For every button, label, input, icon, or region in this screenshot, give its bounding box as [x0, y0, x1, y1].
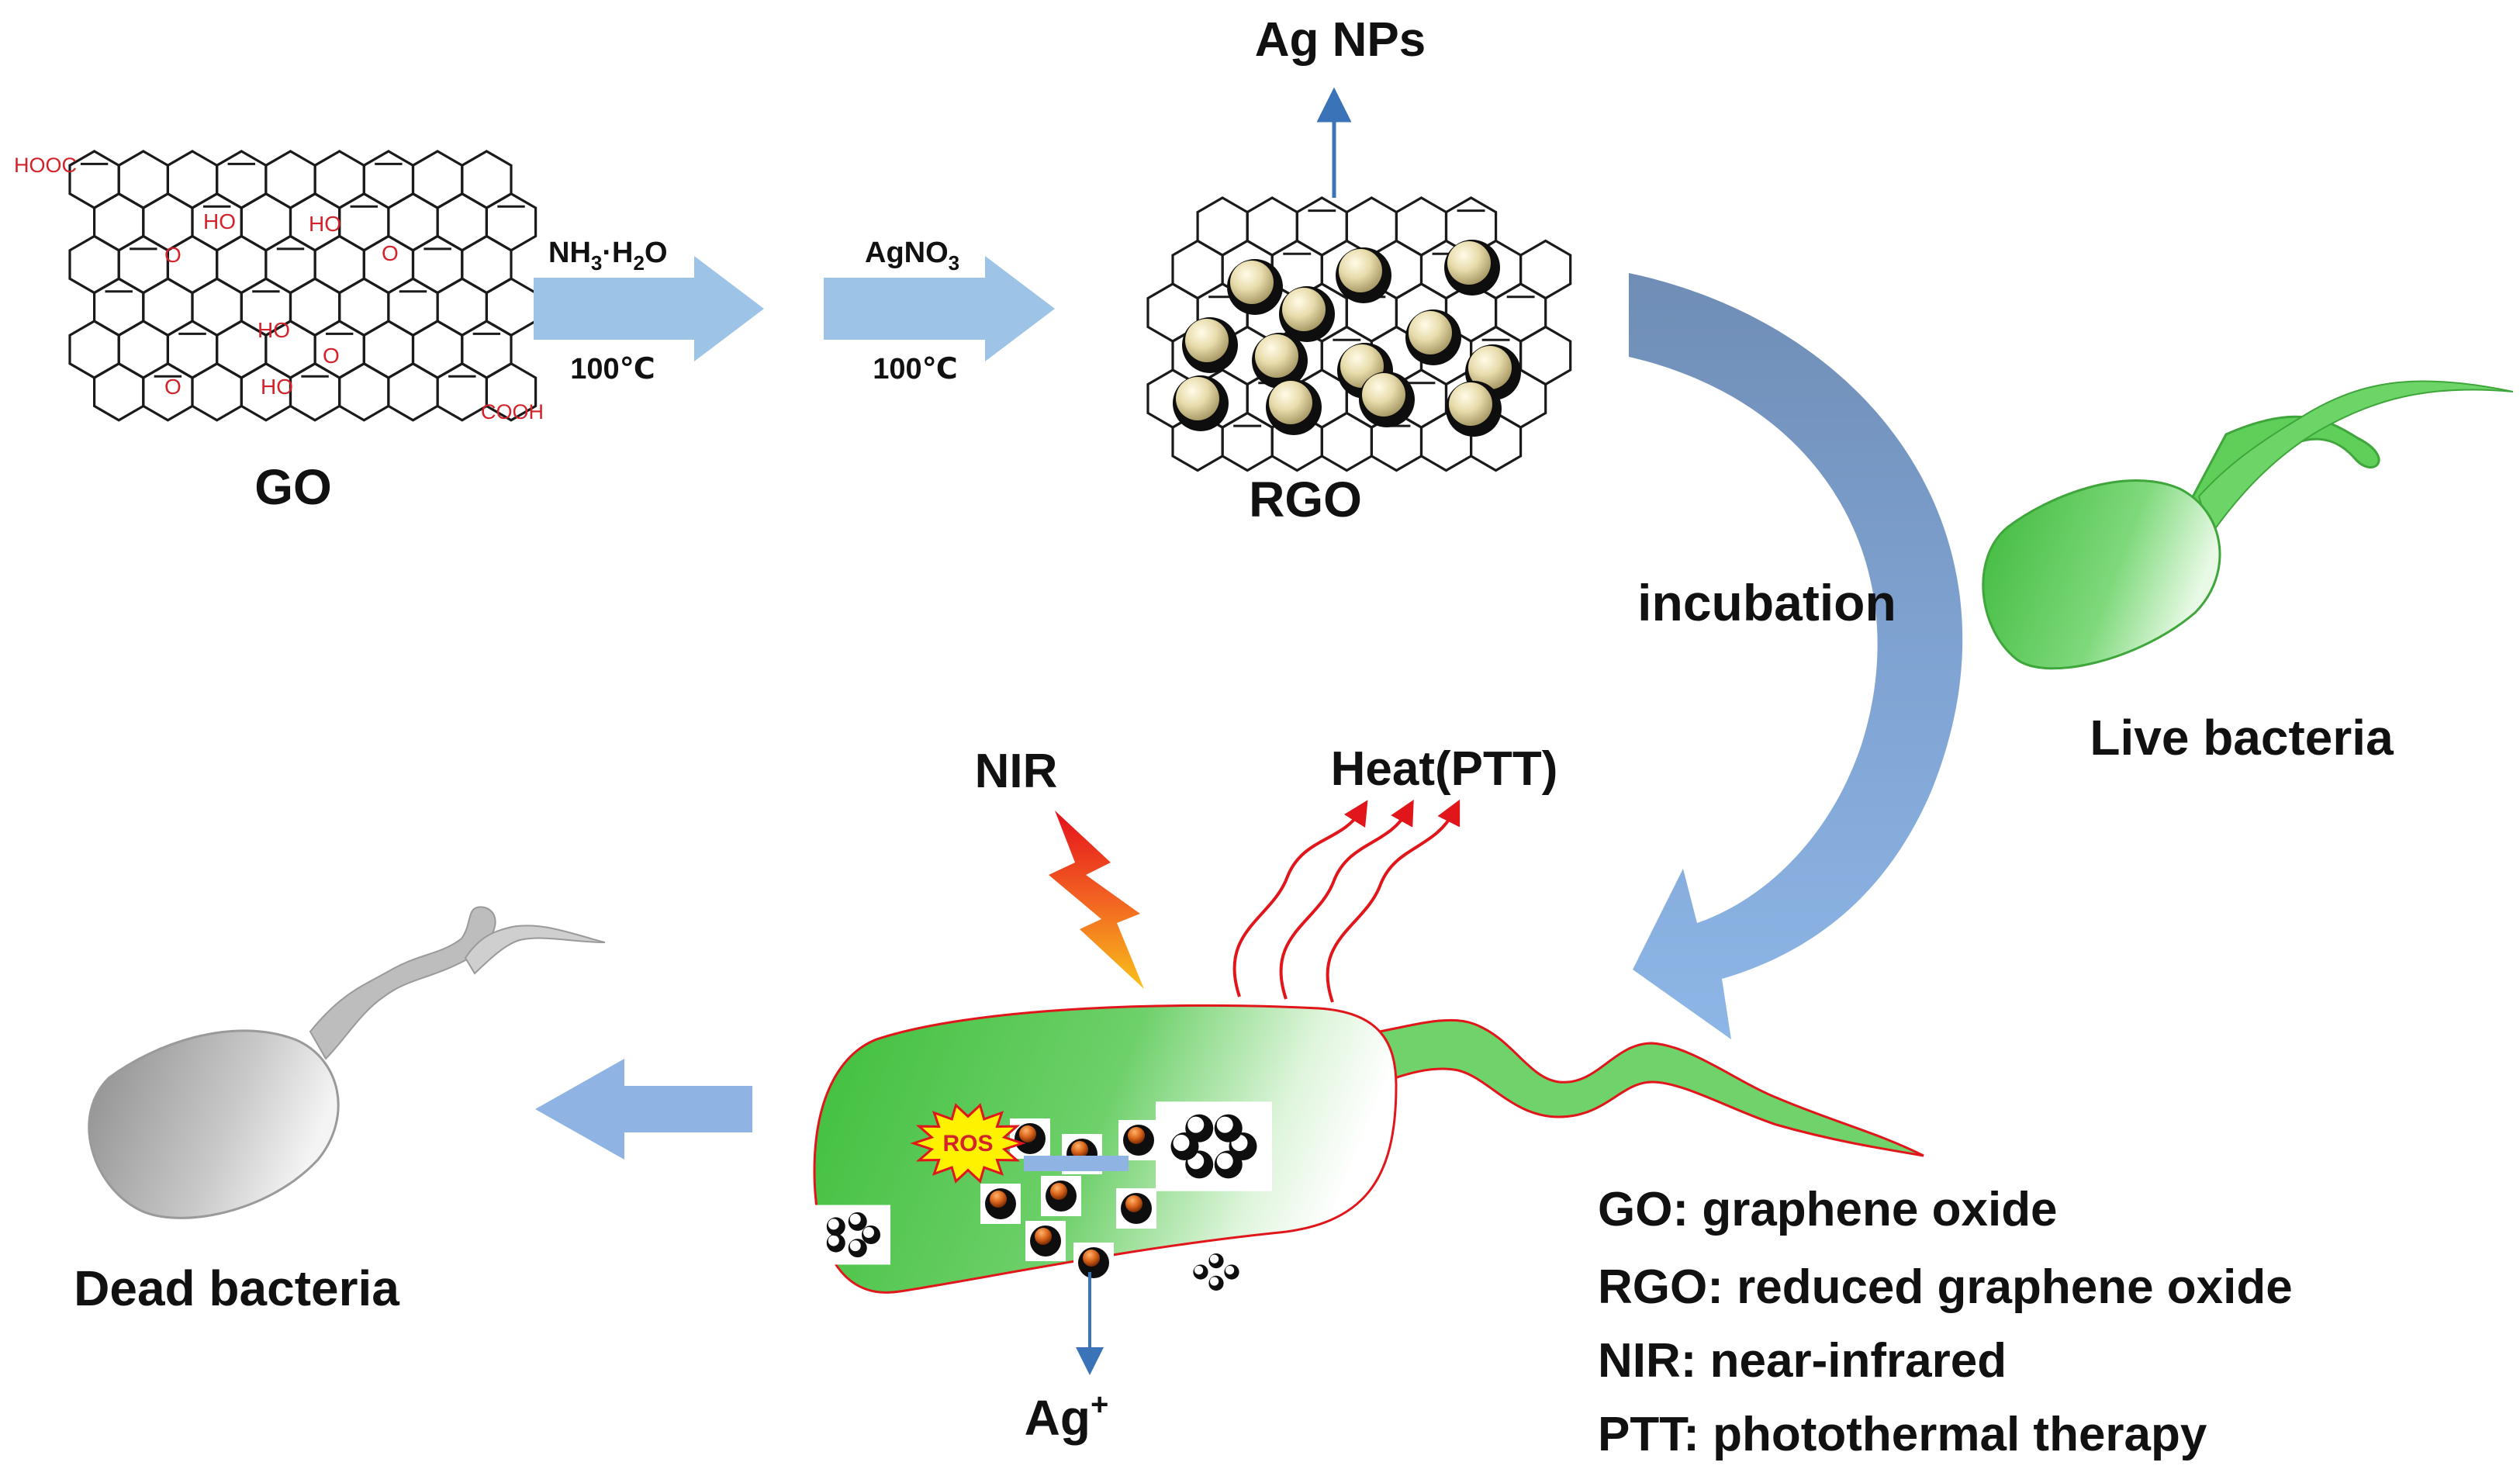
legend-item-rgo: RGO: reduced graphene oxide [1598, 1260, 2293, 1314]
live-bacterium [1982, 380, 2514, 670]
legend-item-ptt: PTT: photothermal therapy [1598, 1408, 2207, 1461]
hexagon-ring [436, 192, 489, 252]
go-group-hooc: HOOC [14, 154, 77, 177]
ag-nps-label: Ag NPs [1255, 13, 1426, 67]
go-group-o-2: O [382, 241, 399, 265]
hexagon-ring [1519, 239, 1572, 300]
silver-nanoparticle [1405, 309, 1461, 365]
hexagon-ring [485, 192, 538, 252]
silver-nanoparticle [1182, 317, 1238, 373]
silver-nanoparticle [1252, 333, 1308, 389]
hexagon-ring [93, 361, 145, 422]
nir-label: NIR [975, 745, 1058, 798]
hexagon-ring [93, 192, 145, 252]
dead-bacteria-label: Dead bacteria [74, 1260, 399, 1316]
hexagon-ring [240, 192, 292, 252]
hexagon-ring [1221, 411, 1274, 472]
legend-item-nir: NIR: near-infrared [1598, 1334, 2007, 1388]
hexagon-ring [436, 361, 489, 422]
rgo-fragment-cluster [1156, 1101, 1272, 1191]
go-label: GO [254, 459, 332, 515]
go-group-o-1: O [164, 243, 181, 267]
hexagon-ring [485, 361, 538, 422]
hexagon-ring [338, 361, 390, 422]
hexagon-ring [436, 277, 489, 337]
hexagon-ring [93, 277, 145, 337]
hexagon-ring [142, 192, 194, 252]
go-group-cooh: COOH [481, 400, 544, 423]
rgo-fragment-cluster [1185, 1248, 1247, 1296]
hexagon-ring [289, 361, 341, 422]
go-group-ho-3: HO [258, 318, 290, 342]
ros-burst: ROS [910, 1103, 1026, 1184]
go-lattice [68, 150, 538, 422]
step2-reagent: AgNO3 [865, 237, 959, 275]
treated-bacterium [813, 1004, 1924, 1294]
small-nanoparticle [1116, 1188, 1156, 1229]
go-group-ho-1: HO [203, 209, 236, 233]
hexagon-ring [142, 277, 194, 337]
nir-lightning-icon [1049, 811, 1144, 989]
rgo-silver-nanoparticles [1173, 240, 1521, 437]
hexagon-ring [387, 361, 439, 422]
incubation-label: incubation [1637, 574, 1896, 631]
step1-temperature: 100℃ [570, 353, 655, 385]
small-nanoparticle [1041, 1176, 1081, 1216]
bacterium-nanoparticles [813, 1101, 1272, 1296]
live-bacteria-label: Live bacteria [2090, 710, 2394, 766]
hexagon-ring [1295, 196, 1348, 257]
rgo-label: RGO [1249, 472, 1362, 527]
kill-arrow [535, 1059, 752, 1160]
hexagon-ring [289, 277, 341, 337]
small-nanoparticle [1010, 1118, 1050, 1159]
silver-nanoparticle [1446, 381, 1502, 437]
go-group-ho-2: HO [309, 212, 341, 236]
step2-temperature: 100℃ [873, 353, 957, 385]
silver-nanoparticle [1444, 240, 1500, 296]
step1-arrow [534, 256, 764, 361]
silver-nanoparticle [1173, 375, 1229, 431]
hexagon-ring [191, 277, 243, 337]
hexagon-ring [338, 277, 390, 337]
silver-nanoparticle [1279, 286, 1335, 342]
silver-nanoparticle [1359, 372, 1415, 427]
go-group-o-4: O [164, 375, 181, 399]
heat-label: Heat(PTT) [1331, 742, 1558, 796]
small-nanoparticle [1073, 1243, 1114, 1283]
dead-bacterium [88, 906, 606, 1219]
hexagon-ring [485, 277, 538, 337]
incubation-arrow [1629, 273, 1963, 1039]
step1-reagent: NH3·H2O [548, 237, 668, 275]
hexagon-ring [191, 361, 243, 422]
small-nanoparticle [980, 1184, 1021, 1224]
legend-item-go: GO: graphene oxide [1598, 1183, 2058, 1236]
small-nanoparticle [1025, 1221, 1066, 1261]
ag-ion-label: Ag+ [1025, 1388, 1109, 1446]
abbreviation-legend: GO: graphene oxide RGO: reduced graphene… [1598, 1183, 2293, 1461]
step2-arrow [824, 256, 1055, 361]
heat-lines [1232, 799, 1460, 1003]
hexagon-ring [387, 277, 439, 337]
hexagon-ring [1320, 411, 1373, 472]
go-group-o-3: O [323, 344, 340, 368]
go-group-ho-4: HO [261, 375, 293, 399]
ros-label: ROS [942, 1131, 993, 1156]
go-functional-groups: HOOC HO HO HO HO O O O O COOH [14, 154, 544, 423]
small-nanoparticle [1118, 1120, 1159, 1160]
silver-nanoparticle [1266, 379, 1322, 435]
hexagon-ring [1519, 325, 1572, 386]
rgo-fragment-cluster [813, 1205, 890, 1265]
silver-nanoparticle [1227, 259, 1283, 315]
silver-nanoparticle [1336, 247, 1391, 303]
